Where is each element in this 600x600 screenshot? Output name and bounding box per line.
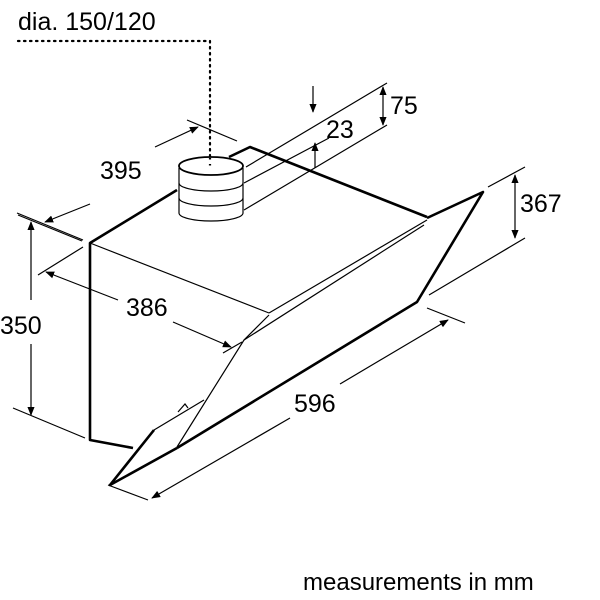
dimension-height: 350 xyxy=(0,212,86,439)
duct-height-value: 75 xyxy=(390,92,418,120)
exhaust-duct xyxy=(178,156,244,222)
duct-diameter-label: dia. 150/120 xyxy=(18,8,156,36)
depth-bottom-value: 386 xyxy=(126,294,168,322)
width-value: 596 xyxy=(294,390,336,418)
duct-offset-value: 23 xyxy=(326,116,354,144)
dimension-glass-height: 367 xyxy=(428,166,562,296)
height-value: 350 xyxy=(0,312,42,340)
units-note: measurements in mm xyxy=(303,569,534,596)
depth-top-value: 395 xyxy=(100,157,142,185)
dimension-duct: 75 23 xyxy=(243,82,418,211)
duct-leader-line xyxy=(16,39,212,170)
dimension-depth-top: 395 xyxy=(17,119,238,242)
glass-height-value: 367 xyxy=(520,190,562,218)
hood-body xyxy=(88,145,485,487)
dimension-depth-bottom: 386 xyxy=(37,246,243,354)
dimension-width: 596 xyxy=(107,307,466,501)
